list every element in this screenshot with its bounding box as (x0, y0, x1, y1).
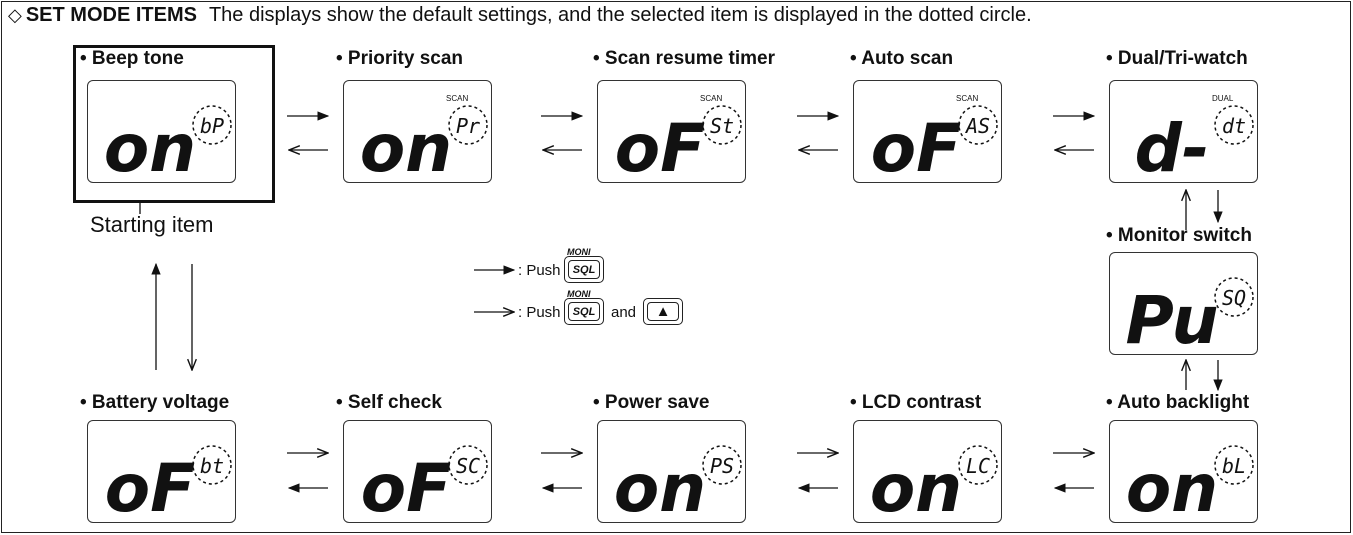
legend-push-text: : Push (518, 262, 561, 279)
header: ◇SET MODE ITEMS The displays show the def… (8, 4, 1032, 27)
lcd-item-code: SQ (1222, 286, 1246, 310)
header-title: SET MODE ITEMS (25, 4, 197, 26)
item-label-power-save: • Power save (593, 392, 710, 413)
header-description: The displays show the default settings, … (208, 4, 1032, 26)
legend-and-text: and (611, 304, 637, 321)
item-label-monitor-switch: • Monitor switch (1106, 225, 1252, 246)
lcd-item-code: LC (966, 454, 990, 478)
lcd-item-code: dt (1222, 114, 1246, 138)
moni-label: MONI (567, 247, 591, 257)
dotted-circle (958, 105, 998, 145)
lcd-item-code: St (710, 114, 734, 138)
lcd-item-code: bt (200, 454, 224, 478)
item-label-auto-scan: • Auto scan (850, 48, 954, 69)
lcd-main-value: oF (615, 110, 705, 184)
lcd-main-value: oF (871, 110, 961, 184)
lcd-main-value: on (1126, 450, 1218, 524)
moni-label-2: MONI (567, 289, 591, 299)
item-label-lcd-contrast: • LCD contrast (850, 392, 982, 413)
lcd-main-value: Pu (1125, 282, 1218, 356)
lcd-item-code: AS (964, 114, 990, 138)
dotted-circle (192, 105, 232, 145)
lcd-main-value: on (614, 450, 706, 524)
lcd-indicator: SCAN (700, 94, 722, 103)
lcd-indicator: SCAN (956, 94, 978, 103)
sql-key-label: SQL (572, 264, 596, 276)
item-label-self-check: • Self check (336, 392, 442, 413)
dotted-circle (702, 105, 742, 145)
lcd-indicator: DUAL (1212, 94, 1234, 103)
lcd-main-value: on (360, 110, 452, 184)
dotted-circle (1214, 445, 1254, 485)
legend-push-text-2: : Push (518, 304, 561, 321)
lcd-main-value: oF (361, 450, 451, 524)
lcd-main-value: d- (1135, 110, 1210, 184)
dotted-circle (448, 445, 488, 485)
lcd-item-code: bP (200, 114, 224, 138)
lcd-main-value: on (104, 110, 196, 184)
dotted-circle (702, 445, 742, 485)
starting-item-box (73, 45, 275, 203)
lcd-main-value: on (870, 450, 962, 524)
lcd-item-code: SC (456, 454, 480, 478)
item-label-priority-scan: • Priority scan (336, 48, 464, 69)
sql-key-icon-2: SQL (564, 298, 604, 325)
dotted-circle (958, 445, 998, 485)
starting-item-label: Starting item (90, 212, 214, 237)
sql-key-label-2: SQL (572, 306, 596, 318)
dotted-circle (1214, 105, 1254, 145)
diamond-icon: ◇ (8, 5, 22, 25)
item-label-dual-tri-watch: • Dual/Tri-watch (1106, 48, 1248, 69)
lcd-indicator: SCAN (446, 94, 468, 103)
item-label-beep-tone: • Beep tone (80, 48, 184, 69)
item-label-auto-backlight: • Auto backlight (1106, 392, 1250, 413)
dotted-circle (448, 105, 488, 145)
lcd-item-code: Pr (456, 114, 480, 138)
lcd-item-code: bL (1222, 454, 1246, 478)
lcd-main-value: oF (105, 450, 195, 524)
sql-key-icon: SQL (564, 256, 604, 283)
up-key-glyph: ▲ (655, 303, 671, 320)
lcd-segment-display: d-dt DUAL (1135, 94, 1254, 184)
dotted-circle (192, 445, 232, 485)
item-label-scan-resume-timer: • Scan resume timer (593, 48, 775, 69)
item-label-battery-voltage: • Battery voltage (80, 392, 230, 413)
lcd-item-code: PS (710, 454, 734, 478)
dotted-circle (1214, 277, 1254, 317)
up-key-icon: ▲ (643, 298, 683, 325)
lcd-dual-tri-watch: d-dt DUAL (1109, 80, 1258, 184)
